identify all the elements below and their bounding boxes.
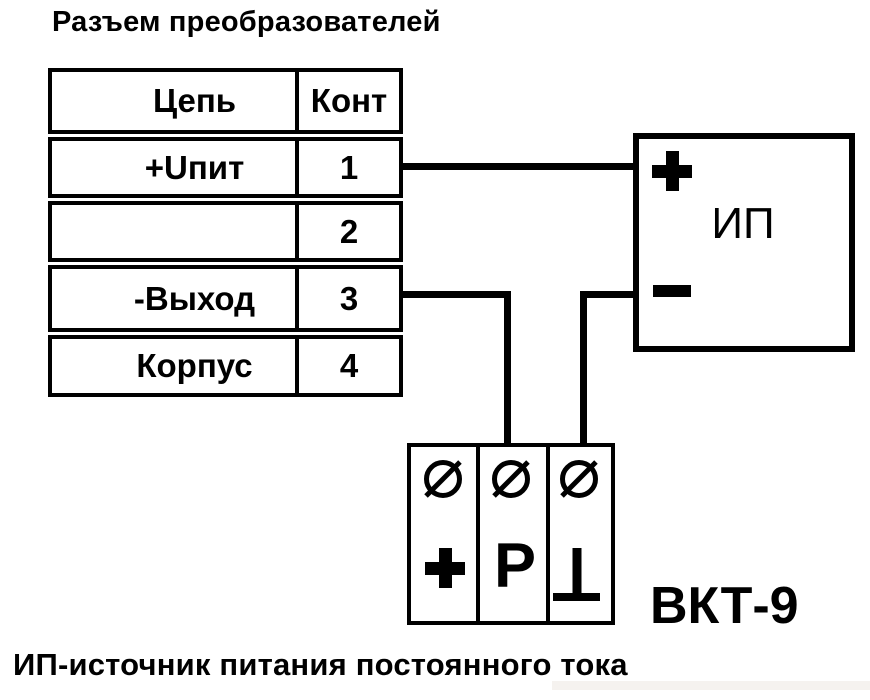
screw-icon (560, 460, 598, 498)
wire-ip-minus-vertical (580, 291, 587, 447)
screw-icon (492, 460, 530, 498)
screw-icon (424, 460, 462, 498)
table-row: -Выход 3 (48, 265, 403, 332)
column-divider (295, 72, 299, 130)
table-header-row: Цепь Конт (48, 68, 403, 134)
power-supply-box: ИП (633, 133, 855, 352)
page-edge-line (552, 681, 870, 690)
header-contact-label: Конт (310, 82, 388, 119)
screw-slash (424, 460, 462, 498)
contact-cell: 3 (339, 279, 359, 317)
table-row: Корпус 4 (48, 335, 403, 397)
contact-cell: 2 (339, 212, 359, 250)
column-divider (295, 205, 299, 258)
column-divider (295, 339, 299, 393)
screw-slash (560, 460, 598, 498)
wire-ip-minus-horizontal (580, 291, 639, 298)
contact-cell: 4 (339, 347, 359, 384)
screw-slash (492, 460, 530, 498)
table-row: +Uпит 1 (48, 137, 403, 198)
terminal-divider (476, 447, 480, 621)
minus-terminal-icon (653, 285, 691, 297)
circuit-cell (52, 205, 295, 258)
terminal-r-label: Р (493, 531, 537, 601)
ground-icon (553, 548, 600, 601)
header-circuit-label: Цепь (152, 82, 237, 119)
column-divider (295, 269, 299, 328)
ground-base (553, 593, 600, 601)
diagram-title: Разъем преобразователей (52, 6, 441, 38)
column-divider (295, 141, 299, 194)
ground-stem (572, 548, 581, 594)
wire-contact1-to-ip-plus (399, 163, 639, 170)
wire-contact3-vertical (504, 291, 511, 447)
terminal-block: Р (407, 443, 615, 625)
circuit-cell: -Выход (133, 279, 256, 317)
diagram-caption: ИП-источник питания постоянного тока (13, 647, 628, 682)
device-label: ВКТ-9 (650, 577, 799, 635)
circuit-cell: +Uпит (144, 148, 245, 186)
circuit-cell: Корпус (136, 347, 253, 384)
contact-cell: 1 (339, 148, 359, 186)
plus-terminal-icon (652, 151, 692, 191)
terminal-divider (546, 447, 550, 621)
wire-contact3-horizontal (399, 291, 511, 298)
terminal-plus-icon (425, 548, 465, 588)
power-supply-label: ИП (711, 199, 775, 248)
table-row: 2 (48, 201, 403, 262)
